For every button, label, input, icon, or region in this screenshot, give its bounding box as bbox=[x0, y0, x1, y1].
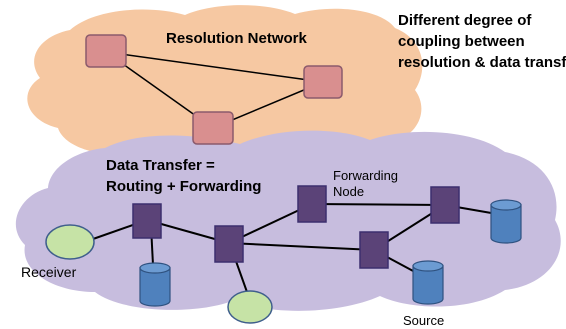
source-label: Source bbox=[403, 313, 444, 328]
coupling-note-line2: coupling between bbox=[398, 33, 525, 50]
data-transfer-cloud bbox=[15, 130, 561, 311]
forwarding-node-label-line2: Node bbox=[333, 184, 364, 199]
resolution-network-title: Resolution Network bbox=[166, 30, 308, 47]
coupling-note-line3: resolution & data transfer bbox=[398, 54, 566, 71]
coupling-note-line1: Different degree of bbox=[398, 12, 532, 29]
data-transfer-title-line1: Data Transfer = bbox=[106, 157, 215, 174]
router-5 bbox=[359, 231, 389, 269]
data-transfer-title-line2: Routing + Forwarding bbox=[106, 178, 261, 195]
router-1 bbox=[132, 203, 162, 239]
storage-cylinder-2 bbox=[490, 199, 522, 244]
receiver-endpoint bbox=[45, 224, 95, 260]
link-r2-r5 bbox=[228, 242, 375, 251]
resolution-node-2 bbox=[303, 65, 343, 99]
router-3-forwarding-node bbox=[297, 185, 327, 223]
coupling-note: Different degree of coupling between res… bbox=[398, 10, 566, 73]
router-2 bbox=[214, 225, 244, 263]
resolution-node-3 bbox=[192, 111, 234, 145]
link-r3-r4 bbox=[311, 203, 446, 206]
resolution-node-1 bbox=[85, 34, 127, 68]
storage-cylinder-1 bbox=[139, 262, 171, 307]
storage-cylinder-source bbox=[412, 260, 444, 305]
forwarding-node-label-line1: Forwarding bbox=[333, 168, 398, 183]
endpoint-bottom bbox=[227, 290, 273, 324]
receiver-label: Receiver bbox=[21, 264, 77, 280]
router-4 bbox=[430, 186, 460, 224]
resolution-link-1 bbox=[105, 51, 324, 83]
